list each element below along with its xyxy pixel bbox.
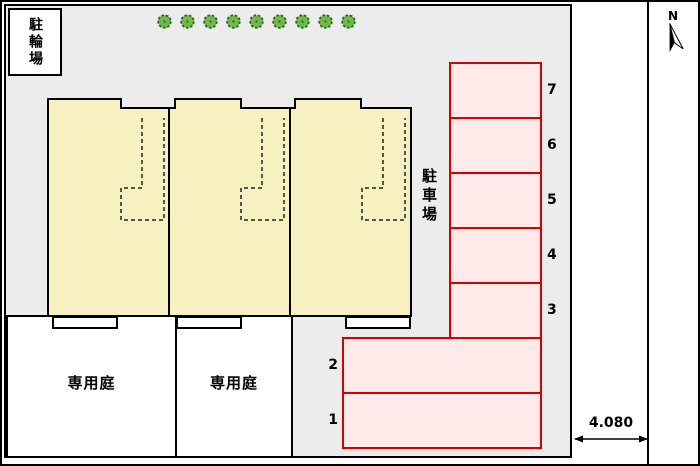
tree-icon [180,14,195,29]
dimension-arrow [574,435,648,443]
tree-icon [203,14,218,29]
stall-number-5: 5 [547,192,557,208]
parking-stall-6 [449,117,542,174]
entry-step [176,316,242,329]
tree-icon [157,14,172,29]
unit-divider [168,100,170,315]
tree-icon [272,14,287,29]
parking-stall-2 [342,337,542,394]
private-garden-2: 専用庭 [175,315,293,458]
roof-notch [360,98,412,109]
roof-notch [120,98,176,109]
stall-number-6: 6 [547,137,557,153]
building-outline [47,98,412,317]
tree-icon [249,14,264,29]
tree-icon [226,14,241,29]
parking-stall-7 [449,62,542,119]
entry-dashed-outline [120,118,165,221]
garden-label: 専用庭 [67,374,116,392]
compass-needle-icon [669,23,684,53]
private-garden-1: 専用庭 [6,315,177,458]
stall-number-2: 2 [328,357,338,373]
parking-stall-4 [449,227,542,284]
entry-step [52,316,118,329]
bicycle-parking-label: 駐輪場 [27,16,43,68]
entry-dashed-outline [361,118,406,221]
entry-dashed-outline [240,118,285,221]
parking-stall-5 [449,172,542,229]
tree-icon [341,14,356,29]
bicycle-parking-area: 駐輪場 [8,8,62,76]
boundary-line [647,2,649,464]
stall-number-4: 4 [547,247,557,263]
entry-step [345,316,411,329]
unit-divider [289,100,291,315]
parking-lot-label: 駐車場 [420,168,438,225]
parking-stall-3 [449,282,542,339]
tree-icon [295,14,310,29]
trees-row [156,13,357,31]
dimension-label: 4.080 [588,415,634,431]
north-label: N [668,9,678,23]
stall-number-1: 1 [328,412,338,428]
tree-icon [318,14,333,29]
garden-label: 専用庭 [209,374,258,392]
compass: N [668,9,684,53]
stall-number-3: 3 [547,302,557,318]
roof-notch [240,98,296,109]
stall-number-7: 7 [547,82,557,98]
parking-stall-1 [342,392,542,449]
